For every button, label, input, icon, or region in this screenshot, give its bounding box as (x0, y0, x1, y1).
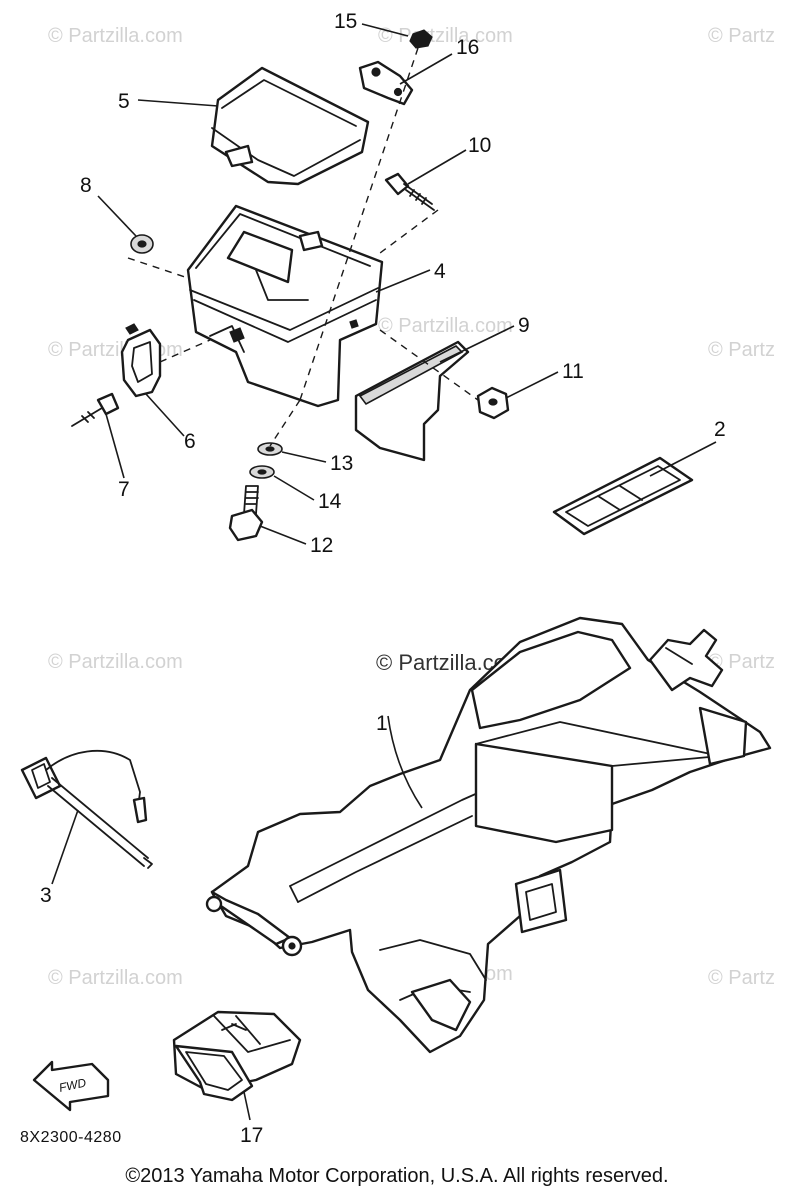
watermark-top-center: © Partzilla.com (378, 25, 513, 47)
callout-14: 14 (318, 490, 342, 513)
watermark-top-left: © Partzilla.com (48, 25, 183, 47)
leader-15 (361, 23, 409, 37)
watermark-mid-right: © Partz (708, 339, 775, 361)
watermark-mid-center: © Partzilla.com (378, 315, 513, 337)
callout-15: 15 (334, 10, 357, 33)
callout-2: 2 (714, 418, 726, 441)
leader-2 (649, 441, 717, 477)
leader-12 (259, 525, 307, 545)
part-7-screw (71, 392, 120, 427)
leader-5 (137, 99, 219, 107)
leader-17 (243, 1091, 251, 1121)
part-13-washer (257, 442, 283, 456)
leader-13 (281, 451, 327, 463)
part-15-nut (409, 29, 433, 49)
callout-7: 7 (118, 478, 130, 501)
part-11-nut (476, 386, 510, 420)
watermark-left-2: © Partzilla.com (48, 651, 183, 673)
leader-14 (273, 475, 315, 501)
part-8-grommet (130, 234, 154, 254)
part-10-bolt (384, 172, 435, 211)
dash-line-16 (299, 47, 419, 401)
part-9-plate (354, 340, 470, 462)
callout-17: 17 (240, 1124, 263, 1147)
callout-13: 13 (330, 452, 353, 475)
diagram-code: 8X2300-4280 (20, 1129, 122, 1146)
dash-line-10 (375, 209, 439, 257)
leader-7 (105, 413, 125, 479)
callout-16: 16 (456, 36, 479, 59)
part-17-band (172, 1010, 302, 1102)
dash-line-13 (269, 399, 301, 447)
watermark-mid-left: © Partzilla.com (48, 339, 183, 361)
leader-16 (399, 53, 453, 85)
part-6-gasket (120, 323, 162, 398)
callout-4: 4 (434, 260, 446, 283)
callout-1: 1 (376, 712, 388, 735)
callout-3: 3 (40, 884, 52, 907)
dash-line-8 (127, 257, 189, 279)
copyright-notice: ©2013 Yamaha Motor Corporation, U.S.A. A… (125, 1165, 669, 1187)
leader-1 (387, 715, 423, 809)
callout-5: 5 (118, 90, 130, 113)
callout-9: 9 (518, 314, 530, 337)
leader-11 (505, 371, 559, 399)
leader-6 (145, 393, 185, 437)
part-14-collar (249, 465, 275, 479)
leader-9 (439, 325, 515, 363)
part-1-rear-fender (205, 616, 772, 1054)
part-3-strap (20, 749, 153, 869)
part-4-air-filter-case (186, 204, 384, 408)
watermark-right-2: © Partz (708, 651, 775, 673)
callout-12: 12 (310, 534, 333, 557)
watermark-top-right: © Partz (708, 25, 775, 47)
watermark-bottom-left: © Partzilla.com (48, 967, 183, 989)
part-16-bracket (358, 60, 414, 106)
part-5-cover (210, 66, 370, 186)
fwd-label: FWD (58, 1075, 88, 1094)
leader-8 (97, 195, 137, 237)
leader-3 (51, 809, 79, 885)
callout-6: 6 (184, 430, 196, 453)
leader-10 (407, 149, 467, 185)
callout-11: 11 (562, 360, 584, 383)
fwd-arrow: FWD (32, 1060, 110, 1112)
dash-line-6 (159, 339, 211, 363)
watermark-bottom-right: © Partz (708, 967, 775, 989)
callout-8: 8 (80, 174, 92, 197)
part-12-bolt (228, 485, 264, 542)
leader-4 (375, 269, 431, 293)
part-2-element (552, 456, 694, 536)
callout-10: 10 (468, 134, 491, 157)
